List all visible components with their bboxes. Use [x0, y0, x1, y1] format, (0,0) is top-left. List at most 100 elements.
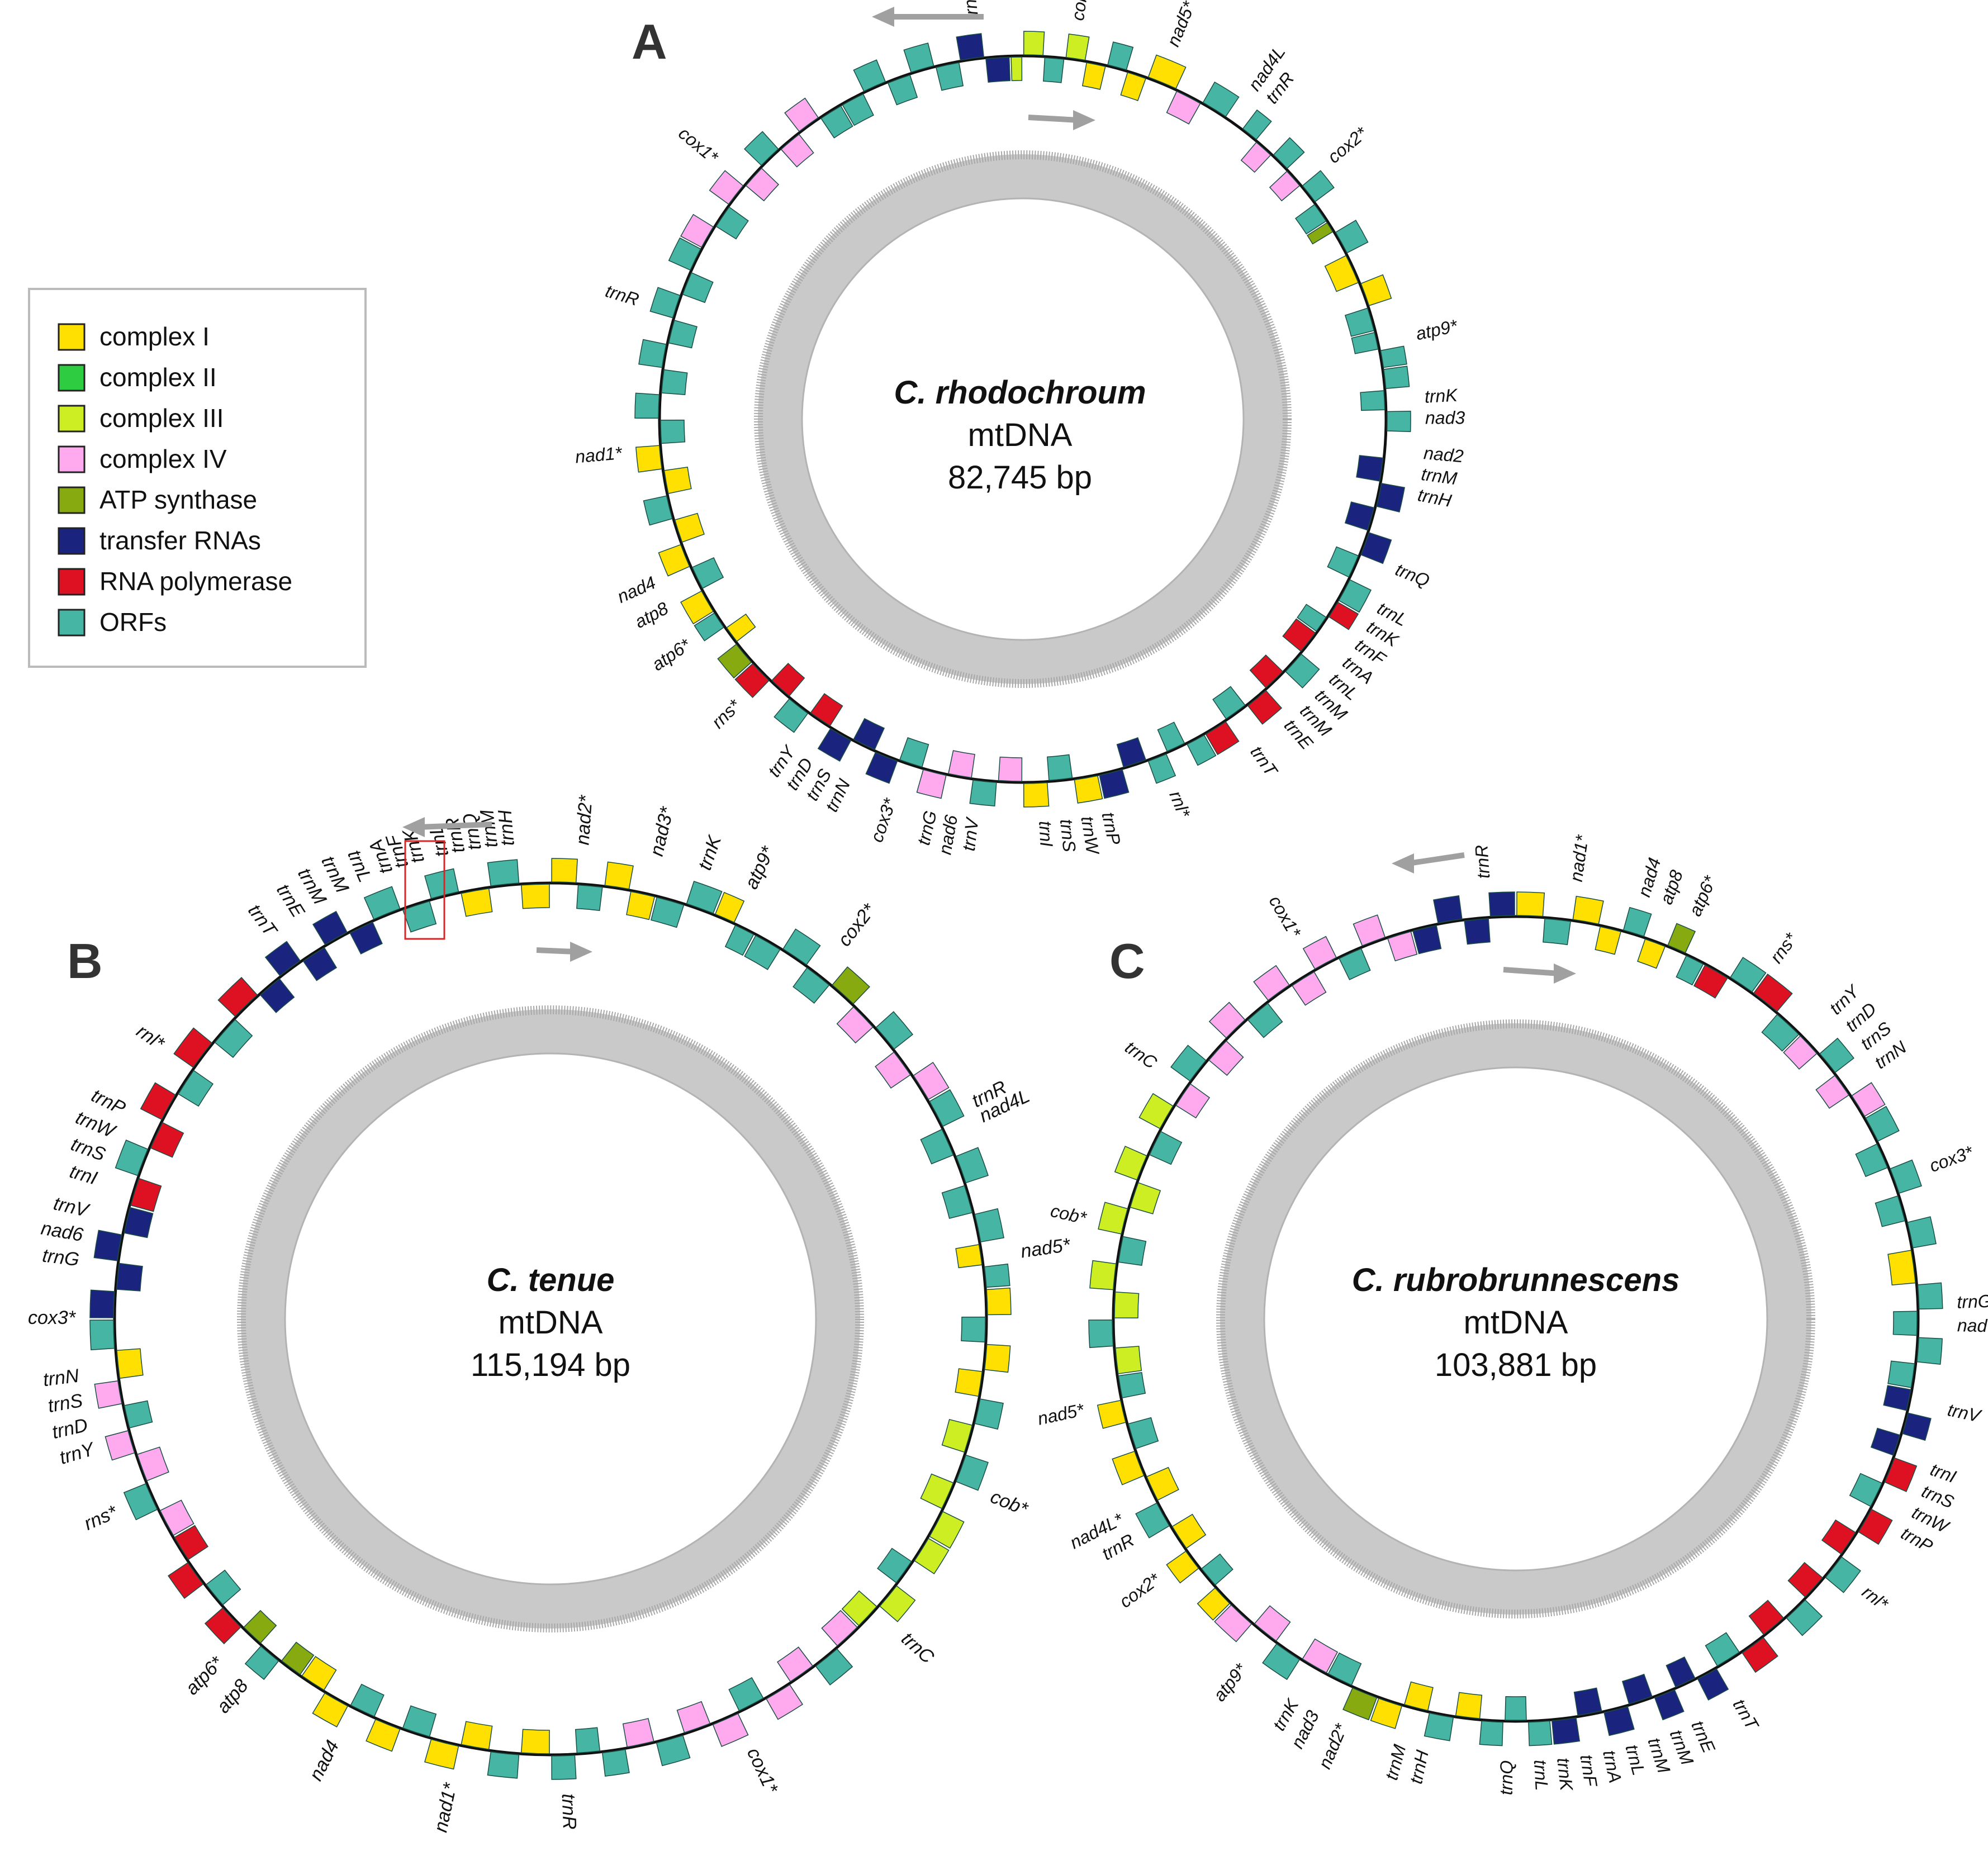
panel-letter: A [632, 14, 667, 69]
species-name: C. rhodochroum [894, 374, 1146, 411]
gene-block [140, 1082, 176, 1121]
legend-swatch [58, 568, 86, 596]
gene-block [1116, 737, 1146, 768]
gene-block [1285, 653, 1320, 689]
gene-block [1787, 1561, 1823, 1598]
gene-block [1118, 1371, 1146, 1399]
gene-block [174, 1525, 209, 1560]
gene-block [1327, 546, 1359, 578]
gene-block [116, 1262, 143, 1292]
gene-block [604, 861, 634, 890]
gene-block [634, 392, 660, 419]
gene-block [461, 888, 493, 917]
genome-size: 82,745 bp [948, 459, 1092, 496]
molecule-type: mtDNA [1464, 1304, 1568, 1341]
gene-block [1166, 1550, 1199, 1584]
legend-swatch [58, 445, 86, 473]
gene-label: trnL [1530, 1759, 1552, 1791]
gene-block [1171, 1513, 1207, 1549]
gc-content-ring [237, 1005, 864, 1632]
gene-block [714, 891, 745, 923]
gene-block [935, 62, 964, 91]
gene-label: cox3* [1927, 1142, 1976, 1176]
gene-block [1282, 618, 1316, 652]
gene-block [1887, 1360, 1915, 1388]
gene-block [1098, 1202, 1128, 1235]
gene-block [853, 718, 885, 751]
gene-block [551, 1754, 577, 1780]
gene-block [1214, 1604, 1252, 1643]
gene-block [159, 1499, 194, 1536]
gene-label: atp9* [1414, 315, 1460, 344]
gene-block [1120, 72, 1146, 101]
legend-label: transfer RNAs [99, 526, 261, 555]
gene-block [956, 33, 984, 61]
gene-label: nad6 [39, 1218, 84, 1246]
gene-block [1730, 957, 1767, 993]
gene-block [635, 445, 662, 473]
gene-block [821, 1610, 858, 1646]
legend-label: complex II [99, 363, 217, 392]
panel-letter: B [67, 933, 103, 989]
gene-block [1114, 1291, 1140, 1318]
gc-ring-inner-line [1263, 1066, 1768, 1572]
gene-block [955, 1244, 983, 1269]
gene-block [1595, 926, 1621, 955]
gene-block [1147, 54, 1187, 89]
gene-block [1202, 81, 1240, 117]
gene-block [205, 1569, 241, 1606]
gene-block [865, 752, 898, 784]
gene-block [1292, 971, 1327, 1006]
gene-block [948, 750, 975, 779]
gene-block [1175, 1083, 1211, 1119]
gene-block [649, 287, 681, 319]
gene-block [782, 928, 821, 966]
panel-c-map: C C. rubrobrunnescens mtDNA 103,881 bp t… [1036, 833, 1988, 1795]
gene-block [986, 1287, 1012, 1316]
gene-block [1166, 91, 1201, 125]
gene-block [312, 1692, 349, 1727]
gene-label: nad6 [1957, 1315, 1988, 1336]
gene-block [204, 1607, 241, 1645]
gene-label: nad1* [1566, 833, 1593, 882]
gene-label: rnl* [1165, 788, 1194, 821]
gene-block [402, 1705, 437, 1738]
gene-block [842, 93, 874, 126]
gene-label: cox1* [675, 123, 723, 168]
arrow-clockwise-head [1554, 963, 1576, 984]
gene-block [168, 1562, 204, 1599]
gene-block [686, 881, 723, 914]
gene-block [877, 1548, 912, 1584]
gene-block [920, 1128, 954, 1165]
gene-label: trnK [1424, 385, 1459, 407]
gene-block [1479, 1720, 1503, 1746]
gene-block [1295, 203, 1327, 235]
gene-label: trnS [1056, 818, 1080, 853]
gene-block [1118, 1236, 1147, 1266]
gene-block [1603, 1706, 1635, 1736]
gene-block [350, 1683, 385, 1717]
genome-backbone [113, 881, 988, 1757]
gene-block [1637, 938, 1666, 969]
gene-block [520, 1729, 550, 1754]
gene-block [1097, 1399, 1127, 1429]
gene-block [1875, 1195, 1906, 1227]
gene-block [622, 1718, 654, 1748]
gene-block [1551, 1717, 1581, 1745]
gene-block [1370, 1698, 1403, 1729]
gene-block [903, 42, 934, 73]
gene-block [94, 1380, 122, 1409]
gene-block [929, 1511, 965, 1549]
gene-block [1884, 1457, 1918, 1492]
gene-block [955, 1368, 983, 1397]
gene-block [745, 168, 780, 202]
gene-block [832, 966, 870, 1005]
gene-block [1528, 1720, 1553, 1746]
gene-block [1149, 1131, 1183, 1165]
gene-block [643, 495, 673, 526]
legend-swatch [58, 323, 86, 351]
gene-block [1573, 1687, 1602, 1716]
gene-block [1157, 721, 1185, 752]
gene-block [1761, 1014, 1800, 1052]
